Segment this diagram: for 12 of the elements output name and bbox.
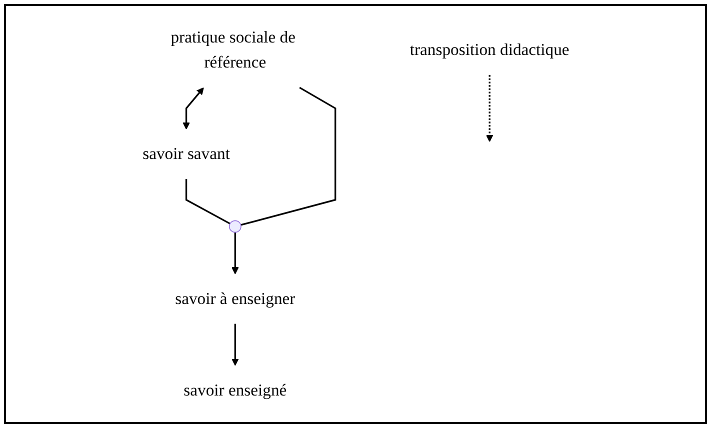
node-text: transposition didactique [409,40,569,60]
node-text: pratique sociale de référence [170,28,295,72]
node-circle [228,220,241,233]
connector [184,179,230,224]
arrow [485,75,493,142]
arrow [231,232,238,274]
node-text: savoir enseigné [183,381,286,400]
arrow [182,87,204,130]
node-text: savoir à enseigner [174,290,295,308]
arrow [231,324,238,366]
connector [240,86,336,226]
node-text: savoir savant [142,144,230,164]
